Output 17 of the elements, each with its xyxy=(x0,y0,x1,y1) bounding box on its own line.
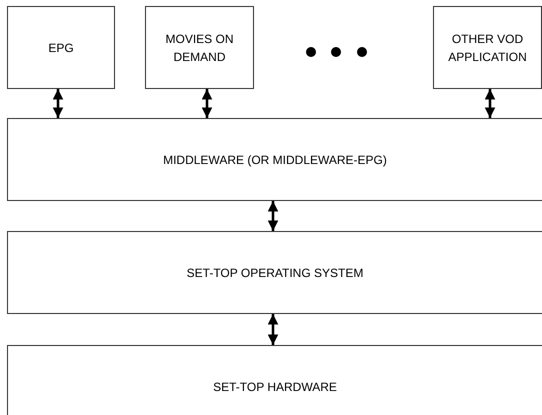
double-arrow xyxy=(484,89,496,118)
box-label: OTHER VOD APPLICATION xyxy=(447,30,528,66)
box-label: SET-TOP HARDWARE xyxy=(213,378,337,396)
double-arrow xyxy=(52,89,64,118)
double-arrow xyxy=(202,89,212,118)
layer-box xyxy=(7,345,542,415)
layer-box xyxy=(7,231,542,314)
box-label: MOVIES ON DEMAND xyxy=(164,30,234,66)
application-box xyxy=(433,6,542,89)
application-box xyxy=(145,6,254,89)
box-label: SET-TOP OPERATING SYSTEM xyxy=(186,264,364,282)
box-label: MIDDLEWARE (OR MIDDLEWARE-EPG) xyxy=(163,152,387,168)
box-label: EPG xyxy=(47,40,75,56)
double-arrow xyxy=(268,314,278,345)
application-box xyxy=(7,6,115,89)
layer-box xyxy=(7,118,542,201)
double-arrow xyxy=(268,201,278,231)
